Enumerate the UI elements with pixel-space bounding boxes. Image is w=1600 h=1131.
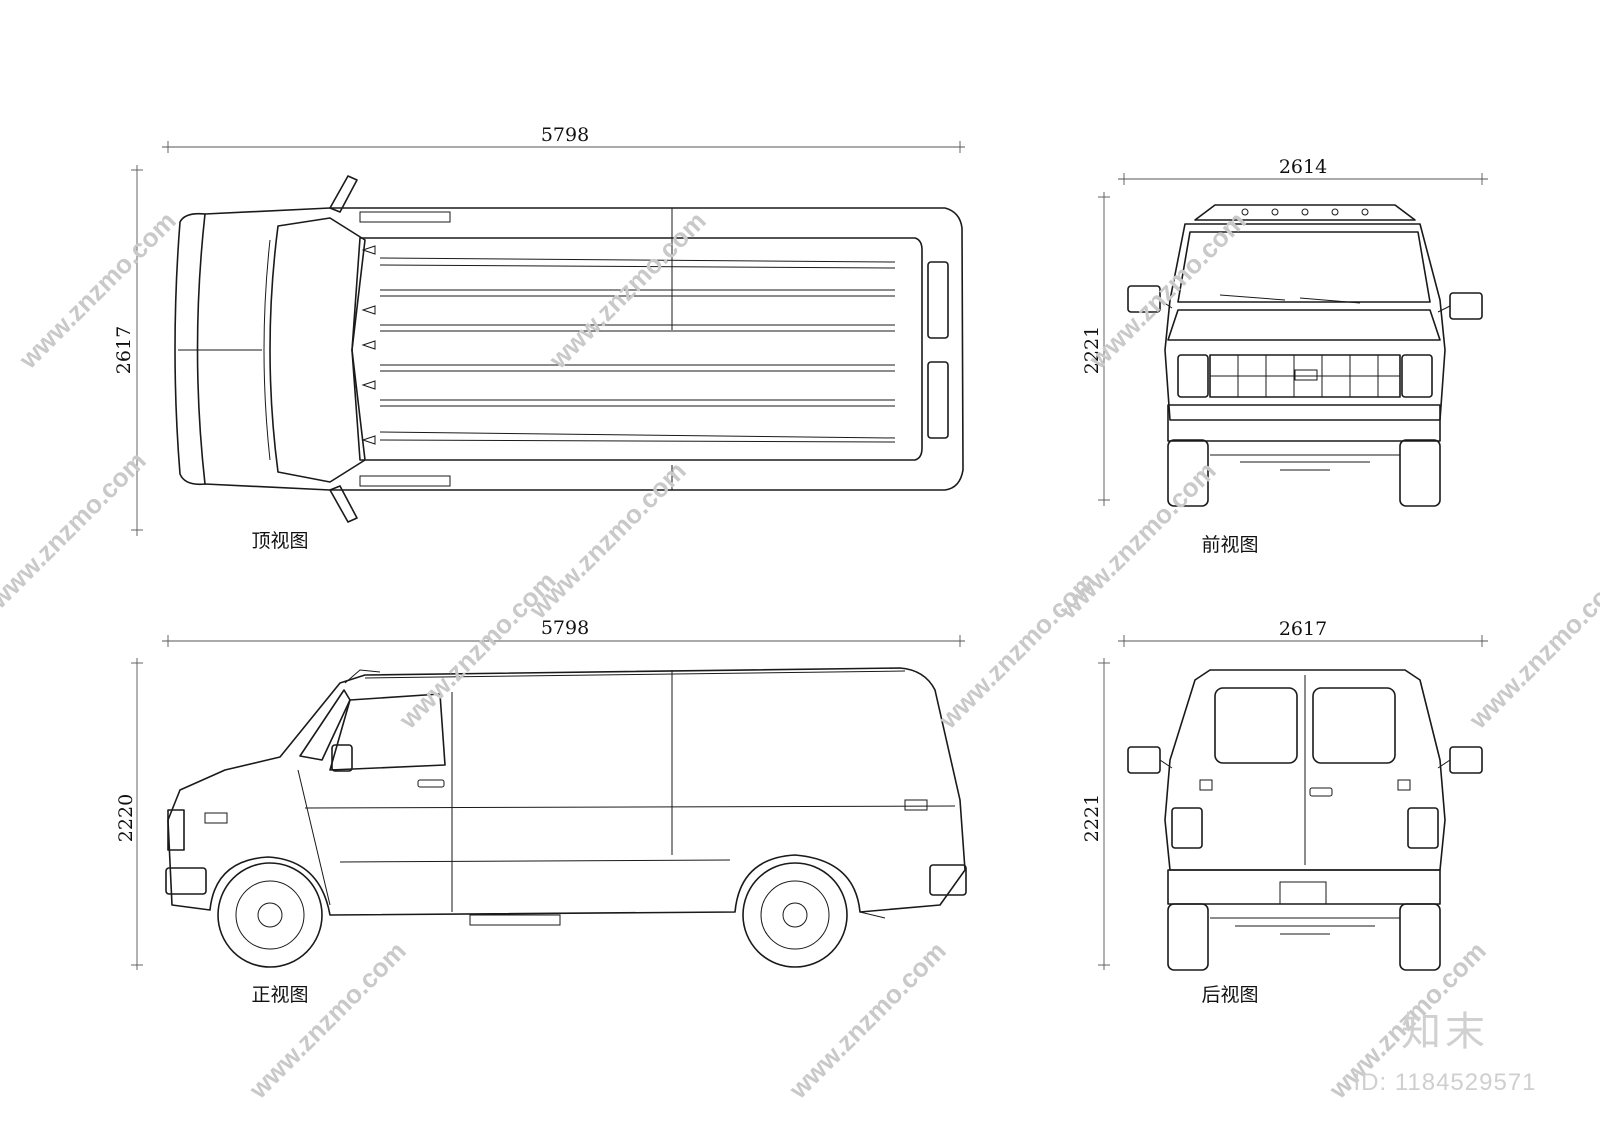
- image-id-label: ID: 1184529571: [1353, 1069, 1536, 1096]
- rear-view-caption: 后视图: [1201, 984, 1258, 1006]
- side-length-label: 5798: [541, 617, 589, 639]
- top-view-van: [174, 175, 964, 523]
- watermark-text: www.znzmo.com: [1082, 206, 1251, 375]
- watermark-text: www.znzmo.com: [1462, 566, 1600, 735]
- brand-mark: 知末 ID: 1184529571: [1353, 1010, 1536, 1096]
- rear-width-dimension: 2617: [1118, 618, 1488, 647]
- front-width-dimension: 2614: [1118, 156, 1488, 185]
- side-view-van: [165, 667, 967, 968]
- rear-width-label: 2617: [1279, 618, 1327, 640]
- watermark-text: www.znzmo.com: [932, 566, 1101, 735]
- top-length-dimension: 5798: [162, 124, 965, 153]
- top-view: 5798 2617: [113, 124, 965, 552]
- side-height-dimension: 2220: [115, 658, 143, 970]
- rear-height-label: 2221: [1081, 794, 1103, 842]
- top-width-dimension: 2617: [113, 165, 143, 536]
- side-height-label: 2220: [115, 794, 137, 842]
- front-view: 2614 2221: [1081, 156, 1488, 556]
- top-length-label: 5798: [541, 124, 589, 146]
- rear-view-van: [1127, 669, 1483, 971]
- watermark-text: www.znzmo.com: [0, 446, 152, 615]
- front-view-caption: 前视图: [1201, 534, 1258, 556]
- watermark-text: www.znzmo.com: [242, 936, 411, 1105]
- brand-logo: 知末: [1401, 1010, 1489, 1054]
- watermark-text: www.znzmo.com: [392, 566, 561, 735]
- front-width-label: 2614: [1279, 156, 1327, 178]
- rear-view: 2617 2221: [1081, 618, 1488, 1006]
- watermark-text: www.znzmo.com: [12, 206, 181, 375]
- rear-height-dimension: 2221: [1081, 658, 1110, 970]
- side-view: 5798 2220: [115, 617, 967, 1006]
- front-view-van: [1127, 204, 1483, 507]
- side-view-caption: 正视图: [251, 984, 308, 1006]
- side-length-dimension: 5798: [162, 617, 965, 647]
- top-view-caption: 顶视图: [251, 530, 308, 552]
- watermark-text: www.znzmo.com: [782, 936, 951, 1105]
- front-height-dimension: 2221: [1081, 192, 1110, 506]
- front-height-label: 2221: [1081, 326, 1103, 374]
- top-width-label: 2617: [113, 326, 135, 374]
